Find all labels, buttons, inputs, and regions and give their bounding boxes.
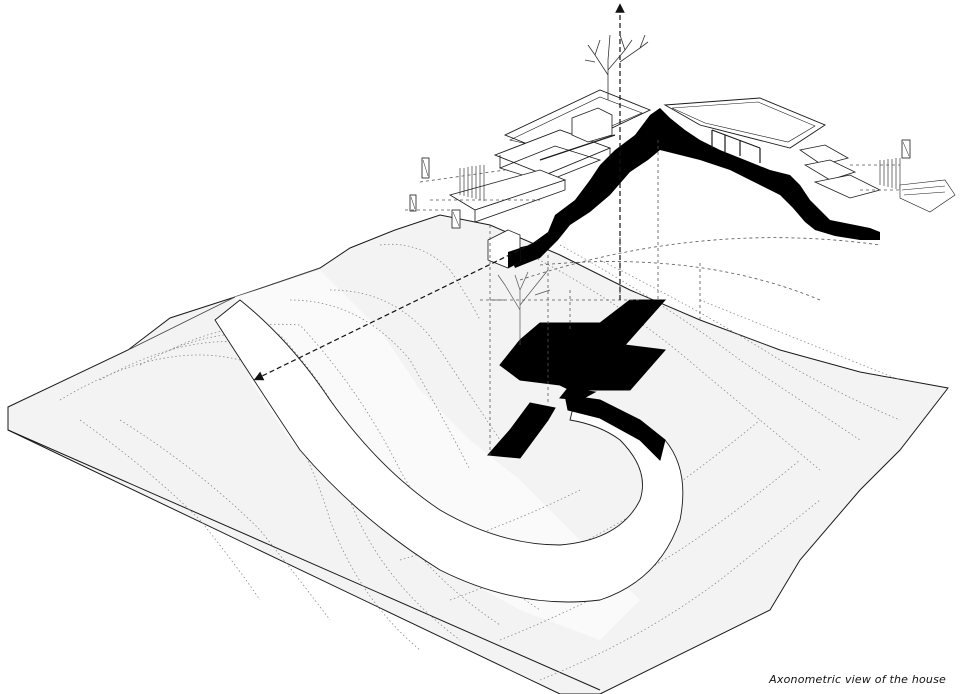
roof-plate-right (663, 97, 826, 149)
tree-icon (490, 269, 551, 345)
house-section (409, 89, 956, 269)
retaining-wall-curved (564, 394, 666, 461)
arrow-left-down-icon (253, 239, 541, 381)
figure-caption: Axonometric view of the house (769, 673, 946, 686)
house-cut-solid (508, 108, 880, 268)
floor-slab-right (798, 144, 850, 166)
terrain-block (7, 214, 949, 694)
projection-lines (405, 140, 900, 455)
retaining-wall-left (486, 402, 556, 459)
terrain-front-edge (7, 407, 601, 691)
tree-icon (584, 34, 649, 100)
